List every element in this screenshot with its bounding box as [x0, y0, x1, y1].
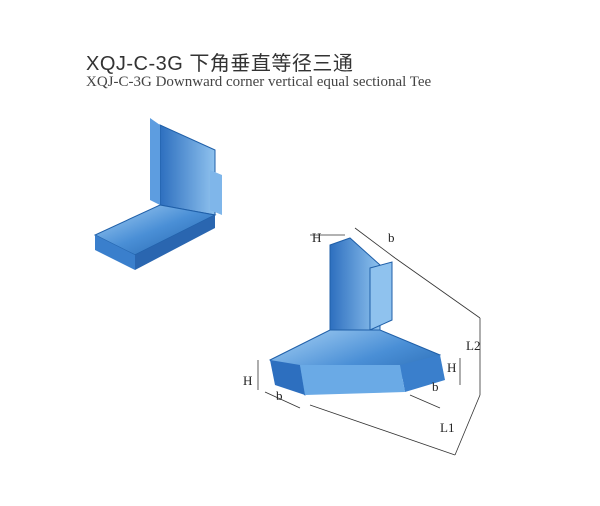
tee-illustration	[269, 237, 445, 396]
title-chinese: XQJ-C-3G 下角垂直等径三通	[86, 53, 354, 75]
dim-l2: L2	[466, 338, 480, 353]
dim-l1: L1	[440, 420, 454, 435]
dim-b-left: b	[276, 388, 283, 403]
corner-piece-illustration	[93, 118, 222, 270]
dim-h-top: H	[312, 230, 321, 245]
dim-h-left: H	[243, 373, 252, 388]
dim-b-top: b	[388, 230, 395, 245]
dim-b-right: b	[432, 379, 439, 394]
dim-h-right: H	[447, 360, 456, 375]
title-english: XQJ-C-3G Downward corner vertical equal …	[86, 74, 432, 90]
dimension-lines	[257, 227, 481, 456]
